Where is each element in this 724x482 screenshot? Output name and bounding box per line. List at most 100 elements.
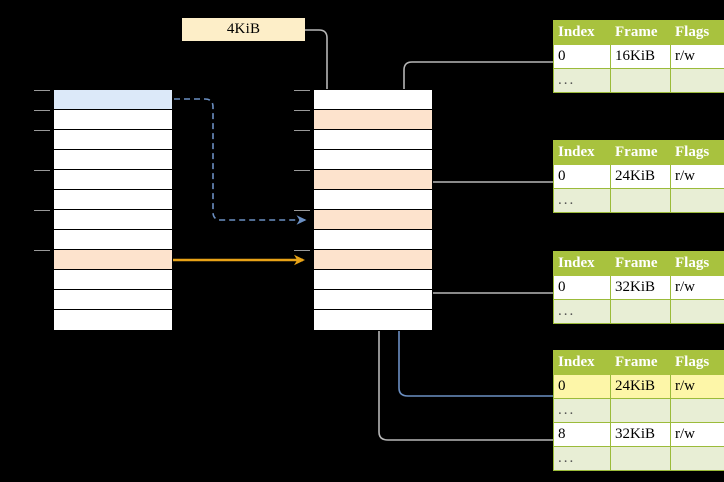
- memory-cell-v8: [54, 250, 172, 270]
- cell-flags: r/w: [670, 164, 724, 189]
- memory-cell-v11: [54, 310, 172, 330]
- column-header-flags: Flags: [670, 350, 724, 375]
- row-tick: [294, 250, 310, 251]
- cell-frame: [610, 68, 671, 93]
- physical-memory-column: [313, 89, 433, 331]
- row-tick: [294, 210, 310, 211]
- row-tick: [34, 110, 50, 111]
- memory-cell-v7: [54, 230, 172, 250]
- row-tick: [294, 170, 310, 171]
- memory-cell-p11: [314, 310, 432, 330]
- memory-cell-p8: [314, 250, 432, 270]
- memory-cell-v2: [54, 130, 172, 150]
- cell-frame: 24KiB: [610, 164, 671, 189]
- cell-flags: [670, 398, 724, 423]
- memory-cell-v3: [54, 150, 172, 170]
- memory-cell-p3: [314, 150, 432, 170]
- cell-index: ...: [553, 446, 611, 471]
- column-header-index: Index: [553, 20, 611, 45]
- column-header-frame: Frame: [610, 251, 671, 276]
- table-row: ...: [553, 68, 724, 93]
- wire-size-to-physical: [305, 29, 331, 123]
- column-header-flags: Flags: [670, 20, 724, 45]
- cell-frame: [610, 446, 671, 471]
- cell-flags: [670, 299, 724, 324]
- cell-flags: [670, 188, 724, 213]
- wire-table3-to-physical: [420, 269, 553, 294]
- cell-flags: [670, 68, 724, 93]
- row-tick: [294, 110, 310, 111]
- cell-frame: 16KiB: [610, 44, 671, 69]
- cell-frame: [610, 188, 671, 213]
- memory-cell-v9: [54, 270, 172, 290]
- wire-table4-row0-to-physical: [394, 222, 553, 397]
- memory-cell-v10: [54, 290, 172, 310]
- cell-flags: r/w: [670, 422, 724, 447]
- memory-cell-p10: [314, 290, 432, 310]
- column-header-frame: Frame: [610, 350, 671, 375]
- table-row: ...: [553, 398, 724, 423]
- cell-flags: r/w: [670, 44, 724, 69]
- column-header-index: Index: [553, 140, 611, 165]
- row-tick: [34, 210, 50, 211]
- cell-index: 0: [553, 275, 611, 300]
- table-row: ...: [553, 188, 724, 213]
- memory-cell-v5: [54, 190, 172, 210]
- cell-flags: r/w: [670, 374, 724, 399]
- cell-index: 0: [553, 374, 611, 399]
- cell-frame: 32KiB: [610, 275, 671, 300]
- column-header-frame: Frame: [610, 140, 671, 165]
- wire-table1-to-physical: [400, 61, 553, 183]
- column-header-flags: Flags: [670, 251, 724, 276]
- table-row: ...: [553, 446, 724, 471]
- row-tick: [294, 90, 310, 91]
- wire-virtual-blue-to-physical: [174, 98, 307, 225]
- memory-cell-p9: [314, 270, 432, 290]
- memory-cell-p2: [314, 130, 432, 150]
- cell-index: 8: [553, 422, 611, 447]
- memory-cell-p1: [314, 110, 432, 130]
- memory-cell-v4: [54, 170, 172, 190]
- memory-cell-v6: [54, 210, 172, 230]
- memory-cell-p7: [314, 230, 432, 250]
- cell-frame: 32KiB: [610, 422, 671, 447]
- memory-cell-v1: [54, 110, 172, 130]
- column-header-frame: Frame: [610, 20, 671, 45]
- cell-flags: r/w: [670, 275, 724, 300]
- column-header-flags: Flags: [670, 140, 724, 165]
- memory-cell-p4: [314, 170, 432, 190]
- cell-frame: 24KiB: [610, 374, 671, 399]
- row-tick: [34, 170, 50, 171]
- row-tick: [34, 250, 50, 251]
- cell-index: 0: [553, 44, 611, 69]
- virtual-address-column: [53, 89, 173, 331]
- table-row: ...: [553, 299, 724, 324]
- memory-cell-v0: [54, 90, 172, 110]
- cell-index: ...: [553, 68, 611, 93]
- wire-table4-row8-to-physical: [375, 269, 553, 441]
- cell-frame: [610, 299, 671, 324]
- cell-index: ...: [553, 299, 611, 324]
- row-tick: [34, 90, 50, 91]
- wire-table2-to-physical: [420, 181, 553, 223]
- size-label-4kib: 4KiB: [182, 18, 305, 41]
- column-header-index: Index: [553, 350, 611, 375]
- row-tick: [34, 130, 50, 131]
- column-header-index: Index: [553, 251, 611, 276]
- cell-frame: [610, 398, 671, 423]
- cell-index: 0: [553, 164, 611, 189]
